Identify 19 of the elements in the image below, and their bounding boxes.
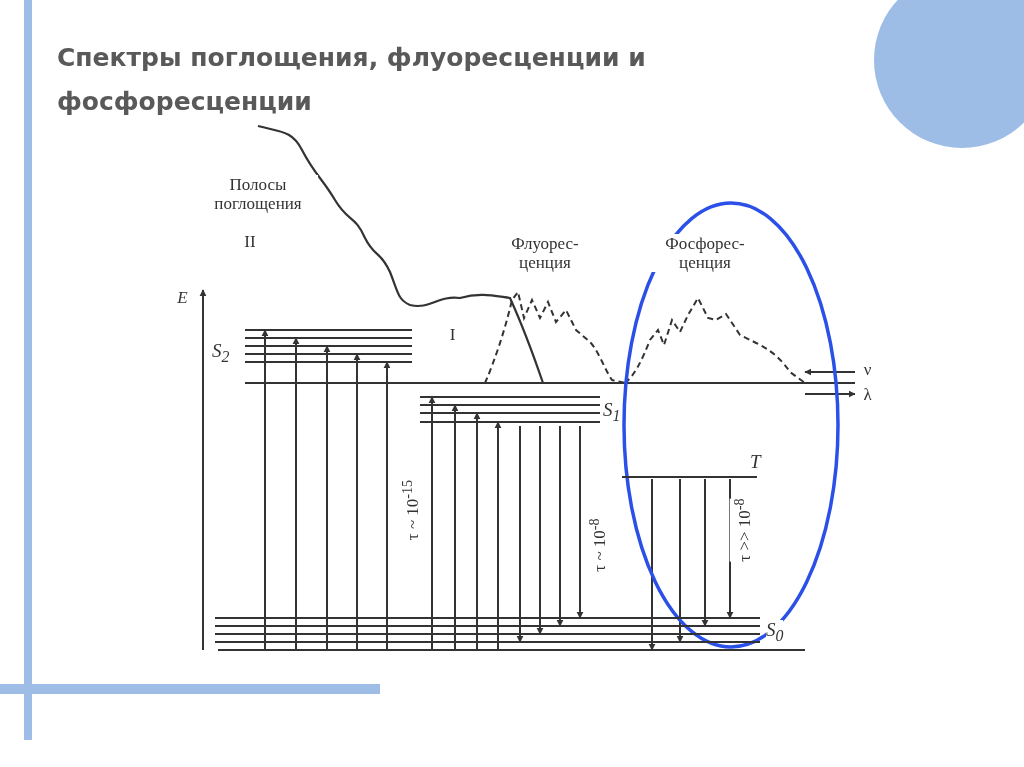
- transition-arrow: [556, 425, 564, 627]
- transition-arrow: [701, 478, 709, 627]
- transition-arrow: [383, 361, 391, 652]
- slide-title: Спектры поглощения, флуоресценции и фосфоресценции: [57, 42, 647, 118]
- transition-arrow: [428, 396, 436, 652]
- energy-level: [212, 327, 412, 385]
- transition-arrow: [576, 425, 584, 619]
- energy-level: [215, 614, 805, 651]
- transition-arrow: [261, 329, 269, 652]
- transition-arrow: [451, 404, 459, 652]
- transition-arrow: [676, 478, 684, 643]
- transition-arrow: [516, 425, 524, 643]
- transition-arrow: [323, 345, 331, 652]
- transition-arrow: [473, 412, 481, 652]
- transition-arrow: [292, 337, 300, 652]
- transition-arrow: [648, 478, 656, 651]
- transition-arrow: [494, 421, 502, 652]
- transition-arrow: [536, 425, 544, 635]
- transition-arrow: [353, 353, 361, 652]
